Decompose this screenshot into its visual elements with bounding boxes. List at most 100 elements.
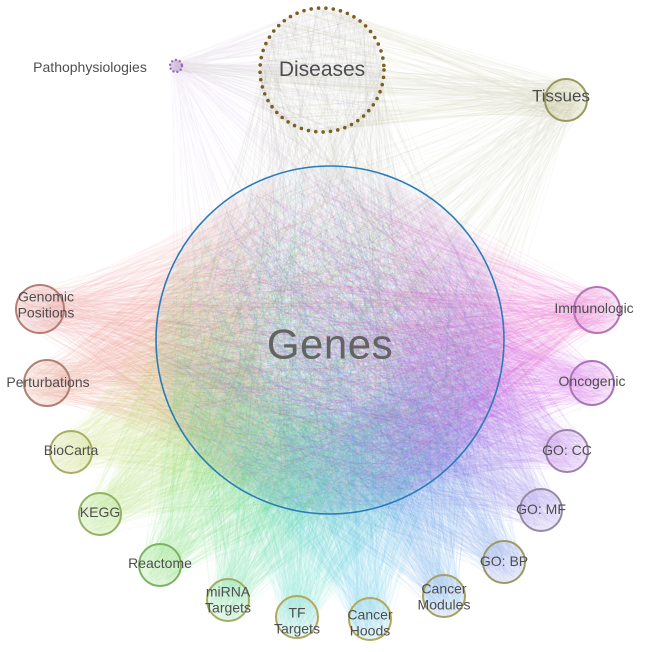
edge-bundle-genes-tissues [176,80,586,480]
edge-fan-genes-genomic_positions [40,174,277,491]
edge-bundle-genes-tf_targets [173,181,482,636]
edge-bundle-genes-reactome [143,196,475,585]
node-perturbations[interactable] [23,359,71,407]
edge-bundle-genes-go_cc [165,177,584,500]
nodes-layer [15,6,621,641]
node-cancer_modules[interactable] [422,574,466,618]
edge-bundle-genes-cancer_modules [179,181,474,611]
edge-bundle-genes-genomic_positions [18,183,490,506]
node-go_bp[interactable] [482,540,526,584]
edge-bundle-genes-reactome [140,180,481,586]
node-immunologic[interactable] [573,286,621,334]
edge-bundle-diseases-tissues [261,8,587,131]
node-kegg[interactable] [78,492,122,536]
edge-bundle-genes-diseases [184,10,491,502]
edge-bundle-diseases-tissues [260,7,587,132]
edge-fan-genes-go_mf [285,260,541,510]
node-tf_targets[interactable] [275,595,319,639]
edge-bundle-genes-cancer_hoods [172,218,478,638]
edge-bundle-genes-perturbations [26,200,453,499]
node-genomic_positions[interactable] [15,284,65,334]
edge-bundle-pathophysiologies-tissues [173,61,583,111]
node-go_mf[interactable] [519,488,563,532]
edge-bundle-genes-diseases [166,8,443,476]
edge-bundle-genes-go_cc [225,196,586,490]
edge-bundles-layer [17,7,619,639]
edge-bundle-genes-tf_targets [179,182,479,635]
node-go_cc[interactable] [545,429,589,473]
node-diseases[interactable] [258,6,386,134]
edge-bundle-genes-oncogenic [179,175,610,463]
edge-bundle-genes-genomic_positions [17,189,472,502]
edge-bundle-genes-oncogenic [174,207,614,497]
edge-bundle-genes-tf_targets [180,178,497,633]
edge-bundle-pathophysiologies-tissues [171,59,586,119]
edge-bundle-genes-go_cc [190,179,586,494]
edge-bundle-genes-cancer_hoods [180,197,490,639]
edge-bundle-genes-diseases [195,9,490,493]
edge-bundle-genes-cancer_modules [198,194,481,613]
edge-fan-genes-perturbations [47,193,284,508]
edge-bundle-genes-genomic_positions [18,223,495,485]
edge-bundle-genes-reactome [140,230,479,585]
node-genes[interactable] [155,165,505,515]
edge-bundle-genes-mirna_targets [164,192,495,620]
node-biocarta[interactable] [49,430,93,474]
edge-bundle-genes-tissues [180,80,584,495]
edge-fan-genes-biocarta [71,222,328,514]
edge-bundle-genes-cancer_hoods [175,201,498,635]
edge-bundle-genes-go_bp [176,180,522,581]
edge-bundle-genes-kegg [80,193,470,533]
edge-bundle-genes-diseases [173,12,472,472]
edge-fan-genes-reactome [160,301,414,565]
edge-bundle-genes-diseases [196,9,452,492]
edge-bundle-genes-cancer_modules [191,184,477,616]
edge-bundle-diseases-pathophysiologies [171,8,384,132]
node-tissues[interactable] [544,78,588,122]
edge-bundle-genes-go_cc [170,187,586,477]
edge-bundle-genes-go_mf [163,188,562,529]
edge-bundle-genes-diseases [171,11,485,493]
edge-bundle-genes-immunologic [168,177,616,493]
node-mirna_targets[interactable] [206,578,250,622]
edge-bundle-genes-go_mf [162,183,561,528]
edge-bundle-genes-go_bp [175,178,522,581]
edge-bundle-genes-tissues [235,80,583,466]
node-cancer_hoods[interactable] [348,597,392,641]
edge-bundle-genes-immunologic [190,183,619,496]
edge-bundle-genes-genomic_positions [18,182,483,498]
edge-bundle-genes-kegg [82,180,478,535]
edge-bundle-genes-go_mf [170,206,560,527]
edge-bundle-genes-go_mf [164,187,559,531]
node-pathophysiologies[interactable] [168,58,184,74]
edge-fan-genes-oncogenic [374,194,592,509]
edge-bundle-genes-kegg [80,186,484,533]
edge-bundle-genes-immunologic [170,175,618,481]
edge-bundle-genes-diseases [195,8,498,496]
edge-fans-layer [40,174,597,619]
edge-bundle-diseases-tissues [261,10,586,133]
edge-bundle-genes-go_mf [198,192,561,528]
edge-bundle-genes-oncogenic [187,177,611,497]
edge-bundle-genes-go_cc [167,187,587,501]
edge-bundle-genes-tf_targets [170,181,482,634]
node-oncogenic[interactable] [569,360,615,406]
edge-bundle-genes-reactome [147,192,495,584]
edge-bundle-genes-go_mf [197,195,555,526]
edge-bundle-genes-perturbations [26,201,478,487]
edge-bundle-genes-perturbations [24,185,479,481]
node-reactome[interactable] [138,543,182,587]
edge-bundle-genes-cancer_hoods [171,187,493,639]
edge-bundle-genes-immunologic [197,188,619,472]
edge-bundle-genes-biocarta [54,179,488,497]
edge-bundle-genes-cancer_modules [165,178,483,616]
edge-bundle-genes-tf_targets [164,192,486,638]
edge-bundle-genes-go_bp [173,179,522,582]
edge-bundle-genes-oncogenic [178,219,611,496]
edge-bundle-genes-perturbations [25,176,485,506]
edge-bundle-genes-cancer_modules [167,201,465,616]
edge-fan-genes-mirna_targets [156,348,452,600]
edge-fan-genes-go_cc [327,226,567,515]
